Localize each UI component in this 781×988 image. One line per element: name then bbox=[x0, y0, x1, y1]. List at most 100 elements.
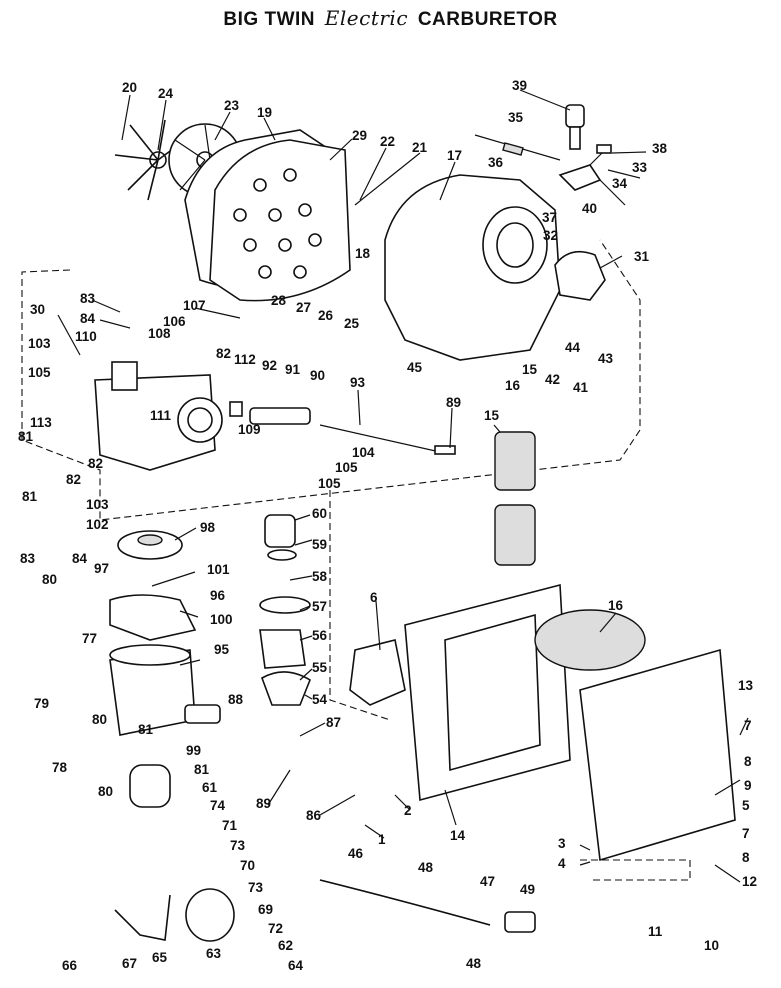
callout-64: 66 bbox=[62, 958, 78, 973]
leader-lines bbox=[57, 89, 749, 883]
callout-88: 87 bbox=[326, 715, 341, 730]
float-chamber-66 bbox=[185, 888, 235, 942]
callout-50: 48 bbox=[466, 956, 482, 971]
fuel-line-49 bbox=[319, 879, 491, 926]
callout-68: 71 bbox=[222, 818, 238, 833]
callout-109: 106 bbox=[163, 314, 186, 329]
callout-111: 108 bbox=[148, 326, 171, 341]
callout-21: 19 bbox=[257, 105, 272, 120]
callout-45: 43 bbox=[598, 351, 614, 366]
callout-31: 29 bbox=[352, 128, 367, 143]
callout-56: 58 bbox=[312, 569, 328, 584]
callout-66: 69 bbox=[258, 902, 273, 917]
motor-gasket bbox=[554, 250, 606, 301]
strainer-stack bbox=[259, 514, 311, 706]
callout-82: 84 bbox=[72, 551, 88, 566]
air-cleaner-cover bbox=[579, 648, 736, 862]
callout-98: 97 bbox=[94, 561, 109, 576]
callout-65: 67 bbox=[122, 956, 137, 971]
callout-97: 96 bbox=[210, 588, 226, 603]
callout-100: 99 bbox=[186, 743, 201, 758]
callout-2: 2 bbox=[404, 803, 412, 818]
callout-76: 80 bbox=[98, 784, 113, 799]
callout-12: 12 bbox=[742, 874, 757, 889]
callout-62: 64 bbox=[288, 958, 304, 973]
callout-104: 103 bbox=[86, 497, 109, 512]
callout-19: 17 bbox=[447, 148, 462, 163]
upper-assembly-boundary bbox=[21, 239, 641, 521]
filter-element-lower bbox=[494, 504, 536, 566]
solenoid-72 bbox=[129, 764, 171, 808]
callout-54: 56 bbox=[312, 628, 328, 643]
callout-53: 55 bbox=[312, 660, 328, 675]
callout-10: 10 bbox=[704, 938, 719, 953]
motor-housing bbox=[384, 174, 561, 361]
callout-57: 59 bbox=[312, 537, 327, 552]
fuel-fitting-51 bbox=[504, 911, 536, 933]
callout-8b: 8 bbox=[742, 850, 750, 865]
callout-36: 34 bbox=[612, 176, 628, 191]
filter-element-upper bbox=[494, 431, 536, 491]
callout-43: 41 bbox=[573, 380, 589, 395]
filter-16 bbox=[534, 609, 646, 671]
callout-3: 3 bbox=[558, 836, 566, 851]
diagram-title: BIG TWIN Electric CARBURETOR bbox=[0, 6, 781, 31]
callout-89: 88 bbox=[228, 692, 244, 707]
callout-20: 18 bbox=[355, 246, 371, 261]
callout-95: 93 bbox=[350, 375, 366, 390]
callout-103: 102 bbox=[86, 517, 109, 532]
callout-81b: 83 bbox=[20, 551, 36, 566]
callout-91: 89 bbox=[446, 395, 461, 410]
callout-37: 35 bbox=[508, 110, 524, 125]
bracket-65 bbox=[114, 894, 171, 941]
fuel-jet-assembly bbox=[229, 401, 456, 455]
callout-51: 49 bbox=[520, 882, 535, 897]
callout-60: 62 bbox=[278, 938, 293, 953]
callout-32: 30 bbox=[30, 302, 45, 317]
callout-96: 95 bbox=[214, 642, 230, 657]
callout-13: 13 bbox=[738, 678, 754, 693]
callout-116: 113 bbox=[30, 415, 52, 430]
callout-72: 74 bbox=[210, 798, 226, 813]
callout-25: 23 bbox=[224, 98, 240, 113]
callout-80a: 81 bbox=[18, 429, 34, 444]
callout-110: 107 bbox=[183, 298, 206, 313]
callout-81a: 82 bbox=[88, 456, 103, 471]
callout-35: 33 bbox=[632, 160, 648, 175]
callout-17: 15 bbox=[522, 362, 538, 377]
callout-75: 80 bbox=[92, 712, 107, 727]
callout-15: 15 bbox=[484, 408, 500, 423]
callout-44: 42 bbox=[545, 372, 560, 387]
callout-41: 39 bbox=[512, 78, 527, 93]
callout-42: 40 bbox=[582, 201, 597, 216]
callout-77: 81 bbox=[138, 722, 154, 737]
callout-40: 38 bbox=[652, 141, 668, 156]
callout-73b: 78 bbox=[52, 760, 68, 775]
callout-38: 36 bbox=[488, 155, 504, 170]
callout-22: 20 bbox=[122, 80, 137, 95]
callout-8a: 8 bbox=[744, 754, 752, 769]
title-prefix: BIG TWIN bbox=[223, 9, 316, 30]
callout-39: 37 bbox=[542, 210, 557, 225]
callout-105a: 103 bbox=[28, 336, 51, 351]
callout-30: 28 bbox=[271, 293, 287, 308]
callout-99: 98 bbox=[200, 520, 216, 535]
callout-107: 105 bbox=[318, 476, 341, 491]
callout-7a: 7 bbox=[744, 718, 752, 733]
callout-87: 86 bbox=[306, 808, 322, 823]
callout-34: 32 bbox=[543, 228, 558, 243]
callout-93: 91 bbox=[285, 362, 301, 377]
float-99 bbox=[117, 530, 183, 560]
callout-86: 84 bbox=[80, 311, 96, 326]
callout-113: 110 bbox=[75, 329, 97, 344]
callout-83: 82 bbox=[66, 472, 81, 487]
callout-80b: 81 bbox=[22, 489, 38, 504]
callout-61: 63 bbox=[206, 946, 222, 961]
callout-114: 111 bbox=[150, 408, 172, 423]
callout-27: 25 bbox=[344, 316, 360, 331]
callout-4: 4 bbox=[558, 856, 566, 871]
callout-18: 16 bbox=[505, 378, 521, 393]
callout-6: 6 bbox=[370, 590, 378, 605]
callout-73a: 77 bbox=[82, 631, 97, 646]
